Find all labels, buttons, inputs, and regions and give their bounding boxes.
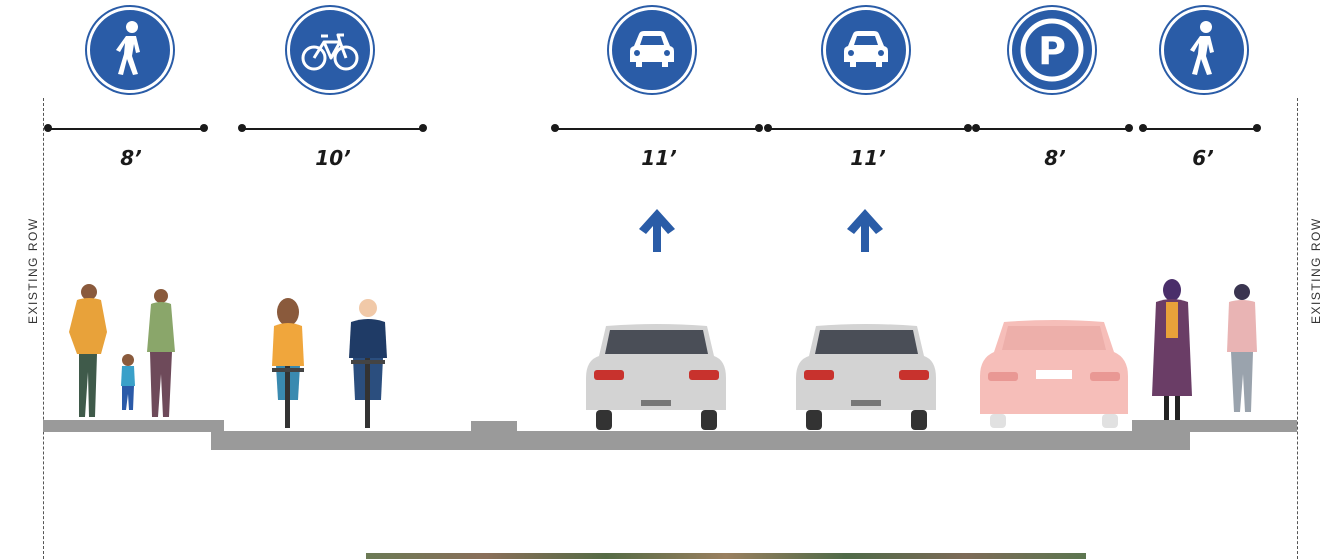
sign-parking: P — [1009, 7, 1095, 93]
row-line-right — [1297, 98, 1298, 559]
sign-sidewalk — [87, 7, 173, 93]
parking-letter: P — [1038, 29, 1066, 73]
bike-lane-surface — [211, 431, 501, 450]
row-line-left — [43, 98, 44, 559]
dimension-label: 10’ — [315, 146, 351, 170]
pedestrian-family — [69, 284, 175, 417]
cyclist — [349, 299, 387, 428]
bicycle-icon — [301, 33, 359, 71]
sign-sidewalk-right — [1161, 7, 1247, 93]
dimension-line-sidewalk — [44, 124, 208, 134]
car-icon — [844, 31, 888, 67]
sidewalk-left — [43, 420, 224, 432]
cyclist — [272, 298, 304, 428]
dimension-label: 11’ — [641, 146, 677, 170]
dimension-line-lane-2 — [764, 124, 972, 134]
pedestrian-woman — [1227, 284, 1257, 412]
dimension-label: 6’ — [1192, 146, 1214, 170]
car-travel-lane-1 — [586, 324, 726, 430]
pedestrian-icon — [1190, 21, 1214, 75]
dimension-line-bike — [238, 124, 427, 134]
dimension-line-lane-1 — [551, 124, 763, 134]
row-label-right: EXISTING ROW — [1309, 217, 1323, 324]
dimension-label: 8’ — [120, 146, 142, 170]
travel-direction-arrow-icon — [847, 209, 883, 252]
travel-direction-arrow-icon — [639, 209, 675, 252]
sign-travel-lane-2 — [823, 7, 909, 93]
sign-bike-lane — [287, 7, 373, 93]
sign-travel-lane-1 — [609, 7, 695, 93]
pedestrian-woman — [1152, 279, 1192, 420]
roadway-surface — [470, 431, 1190, 450]
car-travel-lane-2 — [796, 324, 936, 430]
pedestrian-icon — [116, 21, 140, 75]
dimension-label: 8’ — [1044, 146, 1066, 170]
parked-car — [980, 320, 1128, 428]
dimension-line-parking — [972, 124, 1133, 134]
dimension-label: 11’ — [850, 146, 886, 170]
dimension-line-sidewalk-right — [1139, 124, 1261, 134]
photo-strip — [366, 553, 1086, 559]
row-label-left: EXISTING ROW — [26, 217, 40, 324]
sidewalk-right — [1132, 420, 1297, 432]
car-icon — [630, 31, 674, 67]
parking-icon: P — [1020, 18, 1084, 82]
median-buffer — [471, 421, 517, 432]
